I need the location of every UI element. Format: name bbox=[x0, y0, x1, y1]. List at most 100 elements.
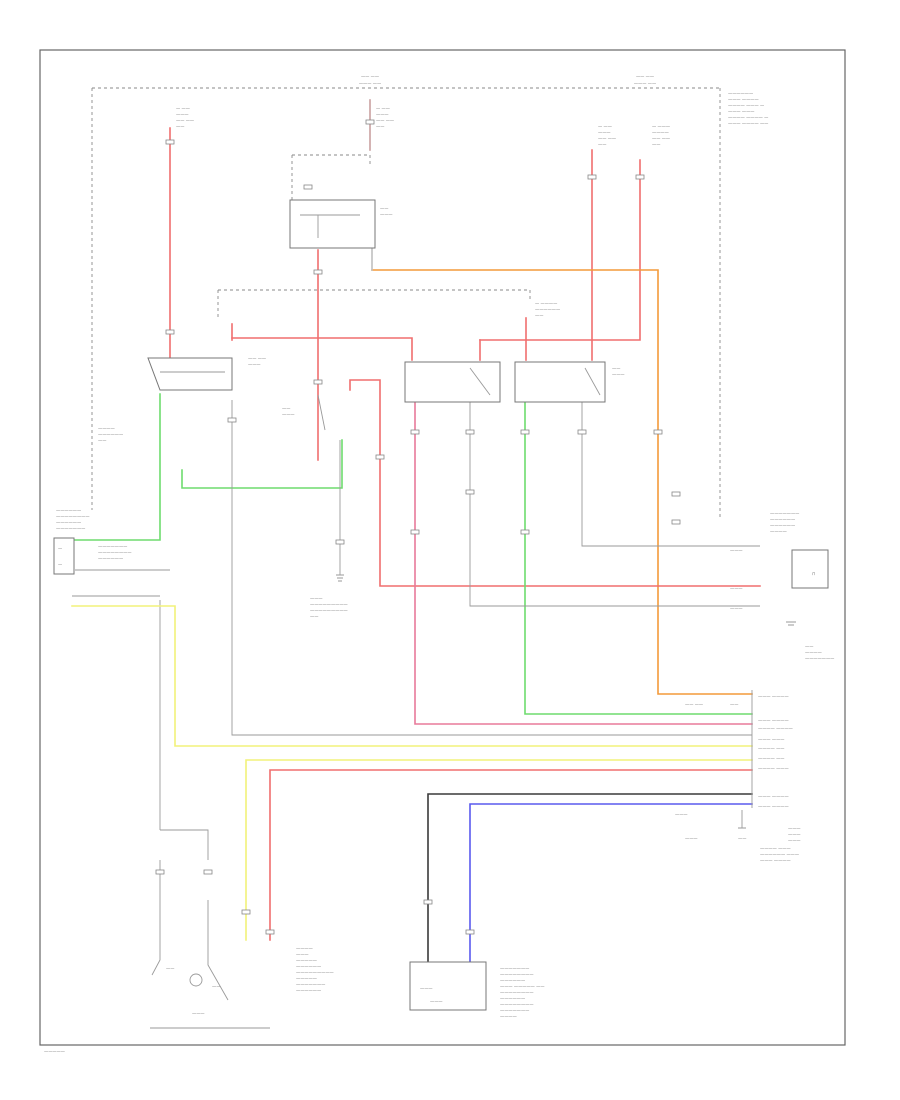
svg-text:—————————: ————————— bbox=[296, 970, 334, 975]
svg-text:——————: —————— bbox=[500, 978, 525, 983]
connector-label-mid: — ———— —————— —— bbox=[535, 301, 560, 318]
svg-text:——————: —————— bbox=[500, 996, 525, 1001]
wire-blue bbox=[469, 803, 753, 966]
svg-text:———— ——— —: ———— ——— — bbox=[728, 103, 764, 108]
wire-green-right bbox=[524, 399, 753, 715]
svg-text:——— ————: ——— ———— bbox=[758, 804, 789, 809]
svg-text:——— ————: ——— ———— bbox=[760, 858, 791, 863]
svg-text:———— ———: ———— ——— bbox=[760, 846, 791, 851]
svg-text:—————— ———: —————— ——— bbox=[760, 852, 799, 857]
switch-left: —— —— ——— bbox=[147, 356, 266, 391]
svg-text:——— ——: ——— —— bbox=[359, 81, 381, 86]
svg-text:——: —— bbox=[282, 406, 290, 411]
svg-text:———: ——— bbox=[788, 826, 801, 831]
svg-text:——: —— bbox=[535, 313, 543, 318]
wire-red-loop bbox=[349, 379, 761, 587]
module-right-mid: ⊓ ——————— —————— —————— ———— ——— ——— ——— bbox=[730, 511, 829, 611]
svg-text:——————: —————— bbox=[296, 964, 321, 969]
svg-text:——: —— bbox=[376, 124, 384, 129]
svg-text:—————: ————— bbox=[44, 1049, 65, 1054]
svg-text:———— ——: ———— —— bbox=[758, 756, 784, 761]
svg-text:———: ——— bbox=[730, 586, 743, 591]
svg-text:————: ———— bbox=[770, 529, 787, 534]
svg-text:——: —— bbox=[598, 142, 606, 147]
wire-pink-down bbox=[414, 399, 753, 725]
wire-orange bbox=[371, 229, 753, 695]
svg-text:————: ———— bbox=[296, 946, 313, 951]
relay-right: —— ——— bbox=[514, 361, 625, 403]
svg-text:——— ————: ——— ———— bbox=[728, 97, 759, 102]
svg-text:———: ——— bbox=[248, 362, 261, 367]
svg-text:— ——: — —— bbox=[598, 124, 612, 129]
footer-tag: ————— bbox=[44, 1049, 65, 1054]
sensor-left: — — —————— ———————— —————— ——————— bbox=[53, 508, 90, 575]
svg-text:——————: —————— bbox=[98, 556, 123, 561]
motor-label: ———— ——— ————— —————— ————————— ————— ——… bbox=[296, 946, 334, 993]
svg-text:————————: ———————— bbox=[500, 990, 534, 995]
svg-text:——: —— bbox=[176, 124, 184, 129]
svg-text:—— ——: —— —— bbox=[361, 74, 379, 79]
svg-text:———————: ——————— bbox=[500, 966, 529, 971]
svg-text:———: ——— bbox=[192, 1011, 205, 1016]
svg-text:———— ——: ———— —— bbox=[758, 746, 784, 751]
wire-green-left bbox=[74, 393, 343, 541]
svg-text:——————: —————— bbox=[296, 988, 321, 993]
svg-text:———: ——— bbox=[730, 548, 743, 553]
svg-text:—————: ————— bbox=[296, 976, 317, 981]
svg-text:———: ——— bbox=[376, 112, 389, 117]
svg-text:——— ———: ——— ——— bbox=[728, 109, 754, 114]
power-rail bbox=[91, 87, 721, 520]
svg-text:—— ——: —— —— bbox=[685, 702, 703, 707]
svg-text:———: ——— bbox=[612, 372, 625, 377]
svg-text:————————: ———————— bbox=[500, 1002, 534, 1007]
svg-text:———: ——— bbox=[430, 999, 443, 1004]
svg-text:———: ——— bbox=[788, 832, 801, 837]
svg-text:—— ——: —— —— bbox=[176, 118, 194, 123]
ground-mid: ——— ————————— ————————— —— bbox=[310, 574, 348, 619]
relay-block: —— ——— bbox=[289, 154, 393, 249]
wire-dark bbox=[427, 793, 753, 966]
svg-text:——: —— bbox=[380, 206, 388, 211]
fuse-label-col-2: — —— ——— —— —— —— bbox=[376, 106, 394, 129]
svg-text:—— ——: —— —— bbox=[652, 136, 670, 141]
svg-text:——: —— bbox=[612, 366, 620, 371]
svg-text:———: ——— bbox=[310, 596, 323, 601]
svg-text:———: ——— bbox=[788, 838, 801, 843]
wire-red-center bbox=[317, 99, 371, 461]
svg-text:— ——: — —— bbox=[376, 106, 390, 111]
svg-text:———: ——— bbox=[380, 212, 393, 217]
module-label-top-right: —————— ——— ———— ———— ——— — ——— ——— ———— … bbox=[728, 91, 768, 126]
svg-text:———: ——— bbox=[420, 986, 433, 991]
svg-text:——— ————: ——— ———— bbox=[758, 794, 789, 799]
svg-text:——— ——: ——— —— bbox=[634, 81, 656, 86]
svg-text:——————: —————— bbox=[98, 432, 123, 437]
svg-text:——: —— bbox=[652, 142, 660, 147]
svg-text:—— ——: —— —— bbox=[598, 136, 616, 141]
svg-text:——: —— bbox=[730, 702, 738, 707]
svg-text:———: ——— bbox=[296, 952, 309, 957]
svg-text:——— ———: ——— ——— bbox=[758, 737, 784, 742]
sensor-bottom-label: ——————— ———————— —————— ——— ————— —— ———… bbox=[500, 966, 545, 1019]
svg-text:———————: ——————— bbox=[98, 544, 127, 549]
svg-text:———— ———— —: ———— ———— — bbox=[728, 115, 768, 120]
svg-text:———: ——— bbox=[675, 812, 688, 817]
module-label-bottom-right: ——— ——— ——— ———— ——— —————— ——— ——— ———— bbox=[760, 826, 801, 863]
svg-text:———————: ——————— bbox=[770, 511, 799, 516]
svg-text:————: ———— bbox=[500, 1014, 517, 1019]
svg-text:———: ——— bbox=[598, 130, 611, 135]
svg-text:———————: ——————— bbox=[56, 526, 85, 531]
wire-gray bbox=[72, 400, 760, 830]
switch-center: —— ——— bbox=[282, 394, 326, 431]
wire-connectors bbox=[155, 119, 681, 935]
svg-text:— ————: — ———— bbox=[535, 301, 557, 306]
svg-text:——— ————: ——— ———— bbox=[758, 694, 789, 699]
svg-text:—————: ————— bbox=[296, 958, 317, 963]
svg-text:——: —— bbox=[738, 836, 746, 841]
fuse-label-col-3: — —— ——— —— —— —— bbox=[598, 124, 616, 147]
fuse-label-left: —— —— ——— —— bbox=[359, 74, 381, 86]
svg-text:———— ————: ———— ———— bbox=[758, 726, 793, 731]
svg-text:——: —— bbox=[805, 644, 813, 649]
wire-red-horizontal bbox=[231, 159, 641, 361]
svg-text:—— ——: —— —— bbox=[248, 356, 266, 361]
svg-text:—————————: ————————— bbox=[310, 602, 348, 607]
